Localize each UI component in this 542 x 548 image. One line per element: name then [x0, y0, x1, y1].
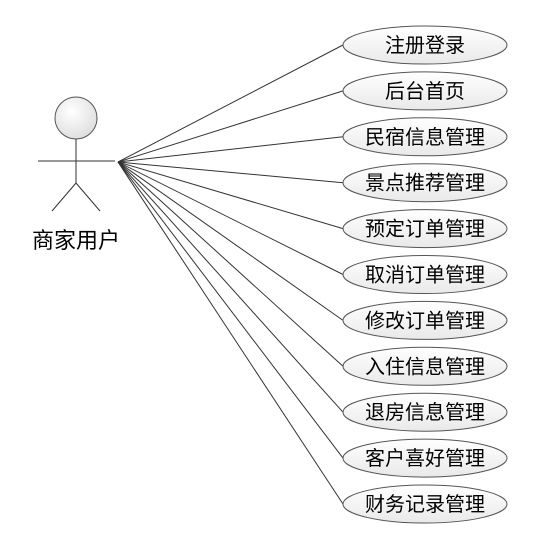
- use-case-ellipse: [342, 209, 508, 249]
- use-case-label: 客户喜好管理: [365, 446, 485, 470]
- use-case: 退房信息管理: [342, 392, 508, 432]
- use-case-label: 景点推荐管理: [365, 171, 485, 195]
- association-line: [117, 161, 344, 413]
- association-line: [117, 161, 344, 321]
- use-case: 入住信息管理: [342, 346, 508, 386]
- use-case-ellipse: [342, 163, 508, 203]
- association-line: [117, 136, 344, 163]
- use-case: 注册登录: [342, 25, 508, 65]
- use-case: 客户喜好管理: [342, 438, 508, 478]
- use-case: 预定订单管理: [342, 209, 508, 249]
- use-case-ellipse: [342, 71, 508, 111]
- actor-label: 商家用户: [32, 229, 120, 254]
- use-case-ellipse: [342, 117, 508, 157]
- association-line: [117, 161, 344, 459]
- use-case: 民宿信息管理: [342, 117, 508, 157]
- use-case: 取消订单管理: [342, 255, 508, 294]
- use-case-label: 取消订单管理: [365, 263, 485, 287]
- use-case: 景点推荐管理: [342, 163, 508, 203]
- association-line: [117, 161, 344, 230]
- actor-left-leg: [51, 182, 77, 212]
- actor-right-leg: [75, 182, 101, 212]
- use-case-label: 财务记录管理: [365, 492, 485, 516]
- use-case: 后台首页: [342, 71, 508, 111]
- use-case-label: 注册登录: [385, 33, 465, 57]
- use-case: 财务记录管理: [342, 484, 508, 524]
- use-case-label: 民宿信息管理: [365, 125, 485, 149]
- association-line: [117, 161, 344, 184]
- use-case-ellipse: [342, 255, 508, 294]
- association-lines: [117, 44, 344, 505]
- use-case: 修改订单管理: [342, 300, 508, 340]
- association-line: [117, 161, 344, 505]
- use-case-ellipse: [342, 392, 508, 432]
- use-case-label: 修改订单管理: [365, 308, 485, 332]
- use-case-label: 入住信息管理: [365, 354, 485, 378]
- use-case-ellipse: [342, 438, 508, 478]
- use-case-list: 注册登录后台首页民宿信息管理景点推荐管理预定订单管理取消订单管理修改订单管理入住…: [342, 25, 508, 524]
- actor-head: [54, 96, 98, 140]
- use-case-ellipse: [342, 300, 508, 340]
- actor-figure: 商家用户: [32, 96, 120, 254]
- association-line: [117, 44, 344, 163]
- use-case-label: 退房信息管理: [365, 400, 485, 424]
- use-case-ellipse: [342, 346, 508, 386]
- use-case-label: 后台首页: [385, 79, 465, 103]
- association-line: [117, 161, 344, 275]
- association-line: [117, 161, 344, 367]
- use-case-ellipse: [342, 484, 508, 524]
- association-line: [117, 90, 344, 163]
- use-case-ellipse: [342, 25, 508, 65]
- use-case-label: 预定订单管理: [365, 217, 485, 241]
